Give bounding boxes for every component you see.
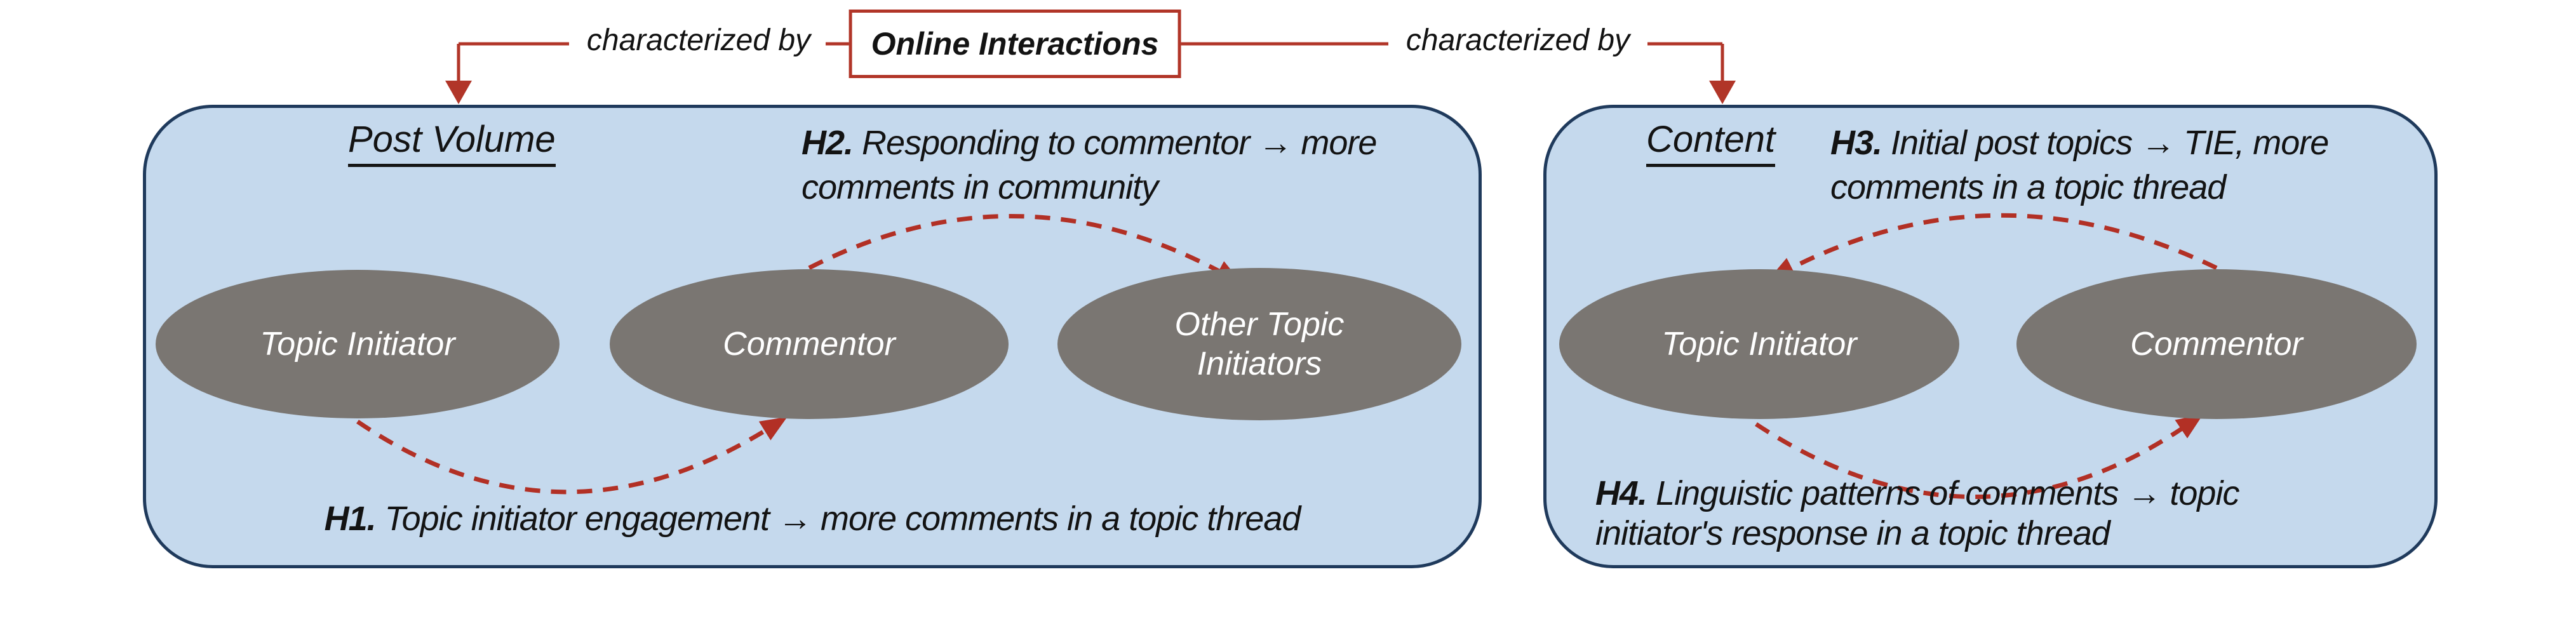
h1-text: Topic initiator engagement → more commen…: [384, 500, 1301, 538]
node-label: Topic Initiator: [260, 326, 455, 363]
post-volume-heading: Post Volume: [348, 118, 556, 167]
h3-line2: comments in a topic thread: [1830, 168, 2226, 206]
node-label-line2: Initiators: [1197, 345, 1322, 382]
h2-line1: Responding to commentor → more: [862, 124, 1377, 162]
node-label-line1: Other Topic: [1174, 306, 1345, 343]
h1-tag: H1.: [324, 500, 377, 538]
node-label: Commentor: [2130, 326, 2303, 363]
node-label: Topic Initiator: [1661, 326, 1857, 363]
hypothesis-h2: H2.Responding to commentor → more commen…: [802, 121, 1377, 210]
h3-tag: H3.: [1830, 124, 1882, 162]
h2-line2: comments in community: [802, 168, 1158, 206]
node-commentor-right: Commentor: [2016, 269, 2417, 419]
content-heading: Content: [1646, 118, 1776, 167]
down-arrow-icon: [445, 81, 472, 104]
node-other-topic-initiators: Other Topic Initiators: [1057, 268, 1461, 420]
node-topic-initiator-left: Topic Initiator: [156, 270, 560, 418]
h4-line2: initiator's response in a topic thread: [1595, 514, 2110, 552]
node-label: Other Topic Initiators: [1175, 305, 1345, 383]
h2-tag: H2.: [802, 124, 854, 162]
h4-tag: H4.: [1595, 474, 1647, 512]
node-topic-initiator-right: Topic Initiator: [1559, 269, 1959, 419]
h3-line1: Initial post topics → TIE, more: [1891, 124, 2329, 162]
hypothesis-h4: H4.Linguistic patterns of comments → top…: [1595, 474, 2239, 554]
characterized-by-label-left: characterized by: [586, 23, 811, 57]
online-interactions-title: Online Interactions: [849, 10, 1181, 78]
hypothesis-h1: H1.Topic initiator engagement → more com…: [143, 497, 1482, 541]
hypothesis-h3: H3.Initial post topics → TIE, more comme…: [1830, 121, 2329, 210]
down-arrow-icon: [1709, 81, 1736, 104]
node-commentor-left: Commentor: [610, 269, 1009, 419]
node-label: Commentor: [723, 326, 896, 363]
h4-line1: Linguistic patterns of comments → topic: [1656, 474, 2239, 512]
characterized-by-label-right: characterized by: [1405, 23, 1630, 57]
